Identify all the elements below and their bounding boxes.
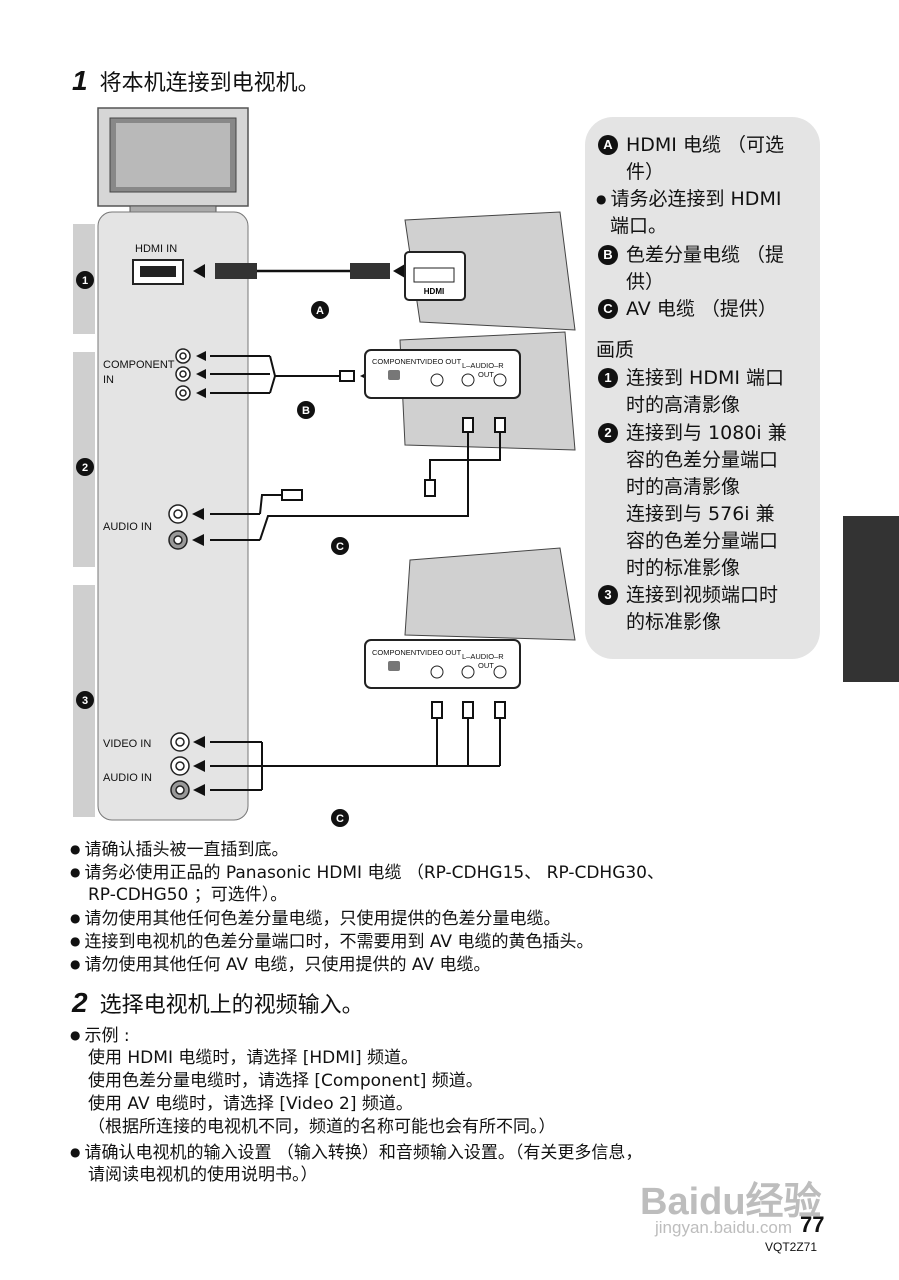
svg-text:B: B — [302, 405, 310, 417]
note-input-cont: 请阅读电视机的使用说明书。） — [88, 1165, 318, 1185]
example-line-1: 使用 HDMI 电缆时，请选择 [HDMI] 频道。 — [88, 1048, 418, 1068]
audio-in-label: AUDIO IN — [103, 521, 152, 533]
svg-text:3: 3 — [82, 695, 88, 707]
page-number: 77 — [800, 1212, 825, 1237]
component-in-label-2: IN — [103, 374, 114, 386]
marker-b: B — [297, 401, 315, 419]
svg-text:1: 1 — [82, 275, 88, 287]
legend-a-cont: 件） — [626, 161, 665, 183]
marker-c-lower: C — [331, 809, 349, 827]
camera-hdmi: HDMI — [404, 211, 576, 331]
hdmi-in-label: HDMI IN — [135, 243, 177, 255]
svg-text:VIDEO OUT: VIDEO OUT — [420, 648, 462, 657]
step-2-title: 选择电视机上的视频输入。 — [99, 993, 364, 1018]
camera-av: COMPONENT VIDEO OUT L–AUDIO–R OUT — [364, 547, 576, 689]
component-in-label: COMPONENT — [103, 359, 175, 371]
component-cable — [210, 355, 372, 394]
step-1-heading: 1 将本机连接到电视机。 — [72, 65, 320, 97]
hdmi-cable — [215, 263, 405, 279]
note-2-cont: RP-CDHG50 ；可选件）。 — [88, 885, 288, 905]
svg-text:A: A — [316, 305, 324, 317]
doc-code: VQT2Z71 — [765, 1240, 818, 1254]
svg-text:VIDEO OUT: VIDEO OUT — [420, 357, 462, 366]
note-1: 请确认插头被一直插到底。 — [70, 838, 288, 861]
tv-component-jacks — [175, 348, 191, 401]
svg-text:HDMI: HDMI — [424, 287, 444, 296]
example-line-3: 使用 AV 电缆时，请选择 [Video 2] 频道。 — [88, 1094, 413, 1114]
legend-a-note-cont: 端口。 — [610, 215, 668, 237]
svg-text:OUT: OUT — [478, 661, 494, 670]
quality-2-line6: 时的标准影像 — [626, 557, 741, 579]
side-marker-1: 1 — [76, 271, 94, 289]
svg-text:C: C — [336, 813, 344, 825]
step-2-heading: 2 选择电视机上的视频输入。 — [72, 987, 364, 1019]
camera-component: COMPONENT VIDEO OUT L–AUDIO–R OUT — [364, 331, 576, 451]
chapter-tab — [843, 516, 899, 682]
note-5: 请勿使用其他任何 AV 电缆，只使用提供的 AV 电缆。 — [70, 953, 490, 976]
quality-2-line4: 连接到与 576i 兼 — [626, 503, 775, 525]
example-label: 示例 : — [70, 1024, 129, 1047]
quality-1-cont: 时的高清影像 — [626, 394, 741, 416]
quality-2-line5: 容的色差分量端口 — [626, 530, 779, 552]
tv-av-jacks — [170, 732, 190, 800]
audio-in-label-2: AUDIO IN — [103, 772, 152, 784]
note-4: 连接到电视机的色差分量端口时，不需要用到 AV 电缆的黄色插头。 — [70, 930, 593, 953]
svg-text:C: C — [336, 541, 344, 553]
tv-audio-jacks — [168, 504, 188, 550]
av-cable-upper — [210, 417, 506, 541]
tv-illustration — [97, 107, 249, 217]
plug-arrows — [192, 264, 206, 796]
svg-text:COMPONENT: COMPONENT — [372, 357, 421, 366]
side-marker-2: 2 — [76, 458, 94, 476]
svg-text:L–AUDIO–R: L–AUDIO–R — [462, 652, 504, 661]
legend-a-note: 请务必连接到 HDMI — [596, 186, 781, 213]
watermark-logo: Baidu经验 — [640, 1181, 822, 1223]
svg-text:COMPONENT: COMPONENT — [372, 648, 421, 657]
watermark-url: jingyan.baidu.com — [655, 1218, 793, 1237]
connection-diagram: 1 2 3 HDMI IN COMPONENT IN AUDIO IN VIDE… — [73, 107, 576, 827]
note-input: 请确认电视机的输入设置 （输入转换）和音频输入设置。（有关更多信息， — [70, 1141, 642, 1164]
step-number: 1 — [72, 65, 88, 96]
av-cable-lower — [210, 701, 506, 791]
step-title: 将本机连接到电视机。 — [99, 71, 320, 96]
quality-title: 画质 — [596, 339, 635, 361]
note-3: 请勿使用其他任何色差分量电缆，只使用提供的色差分量电缆。 — [70, 907, 560, 930]
svg-text:L–AUDIO–R: L–AUDIO–R — [462, 361, 504, 370]
step-number-2: 2 — [72, 987, 88, 1018]
marker-c-upper: C — [331, 537, 349, 555]
svg-text:OUT: OUT — [478, 370, 494, 379]
svg-text:2: 2 — [82, 462, 88, 474]
quality-3-cont: 的标准影像 — [626, 611, 722, 633]
example-line-4: （根据所连接的电视机不同，频道的名称可能也会有所不同。） — [88, 1117, 556, 1137]
side-marker-3: 3 — [76, 691, 94, 709]
tv-hdmi-port — [132, 259, 184, 285]
quality-2-line2: 容的色差分量端口 — [626, 449, 779, 471]
legend-b-cont: 供） — [626, 271, 665, 293]
marker-a: A — [311, 301, 329, 319]
note-2: 请务必使用正品的 Panasonic HDMI 电缆 （RP-CDHG15、 R… — [70, 861, 664, 884]
quality-2-line3: 时的高清影像 — [626, 476, 741, 498]
video-in-label: VIDEO IN — [103, 738, 151, 750]
example-line-2: 使用色差分量电缆时，请选择 [Component] 频道。 — [88, 1071, 483, 1091]
